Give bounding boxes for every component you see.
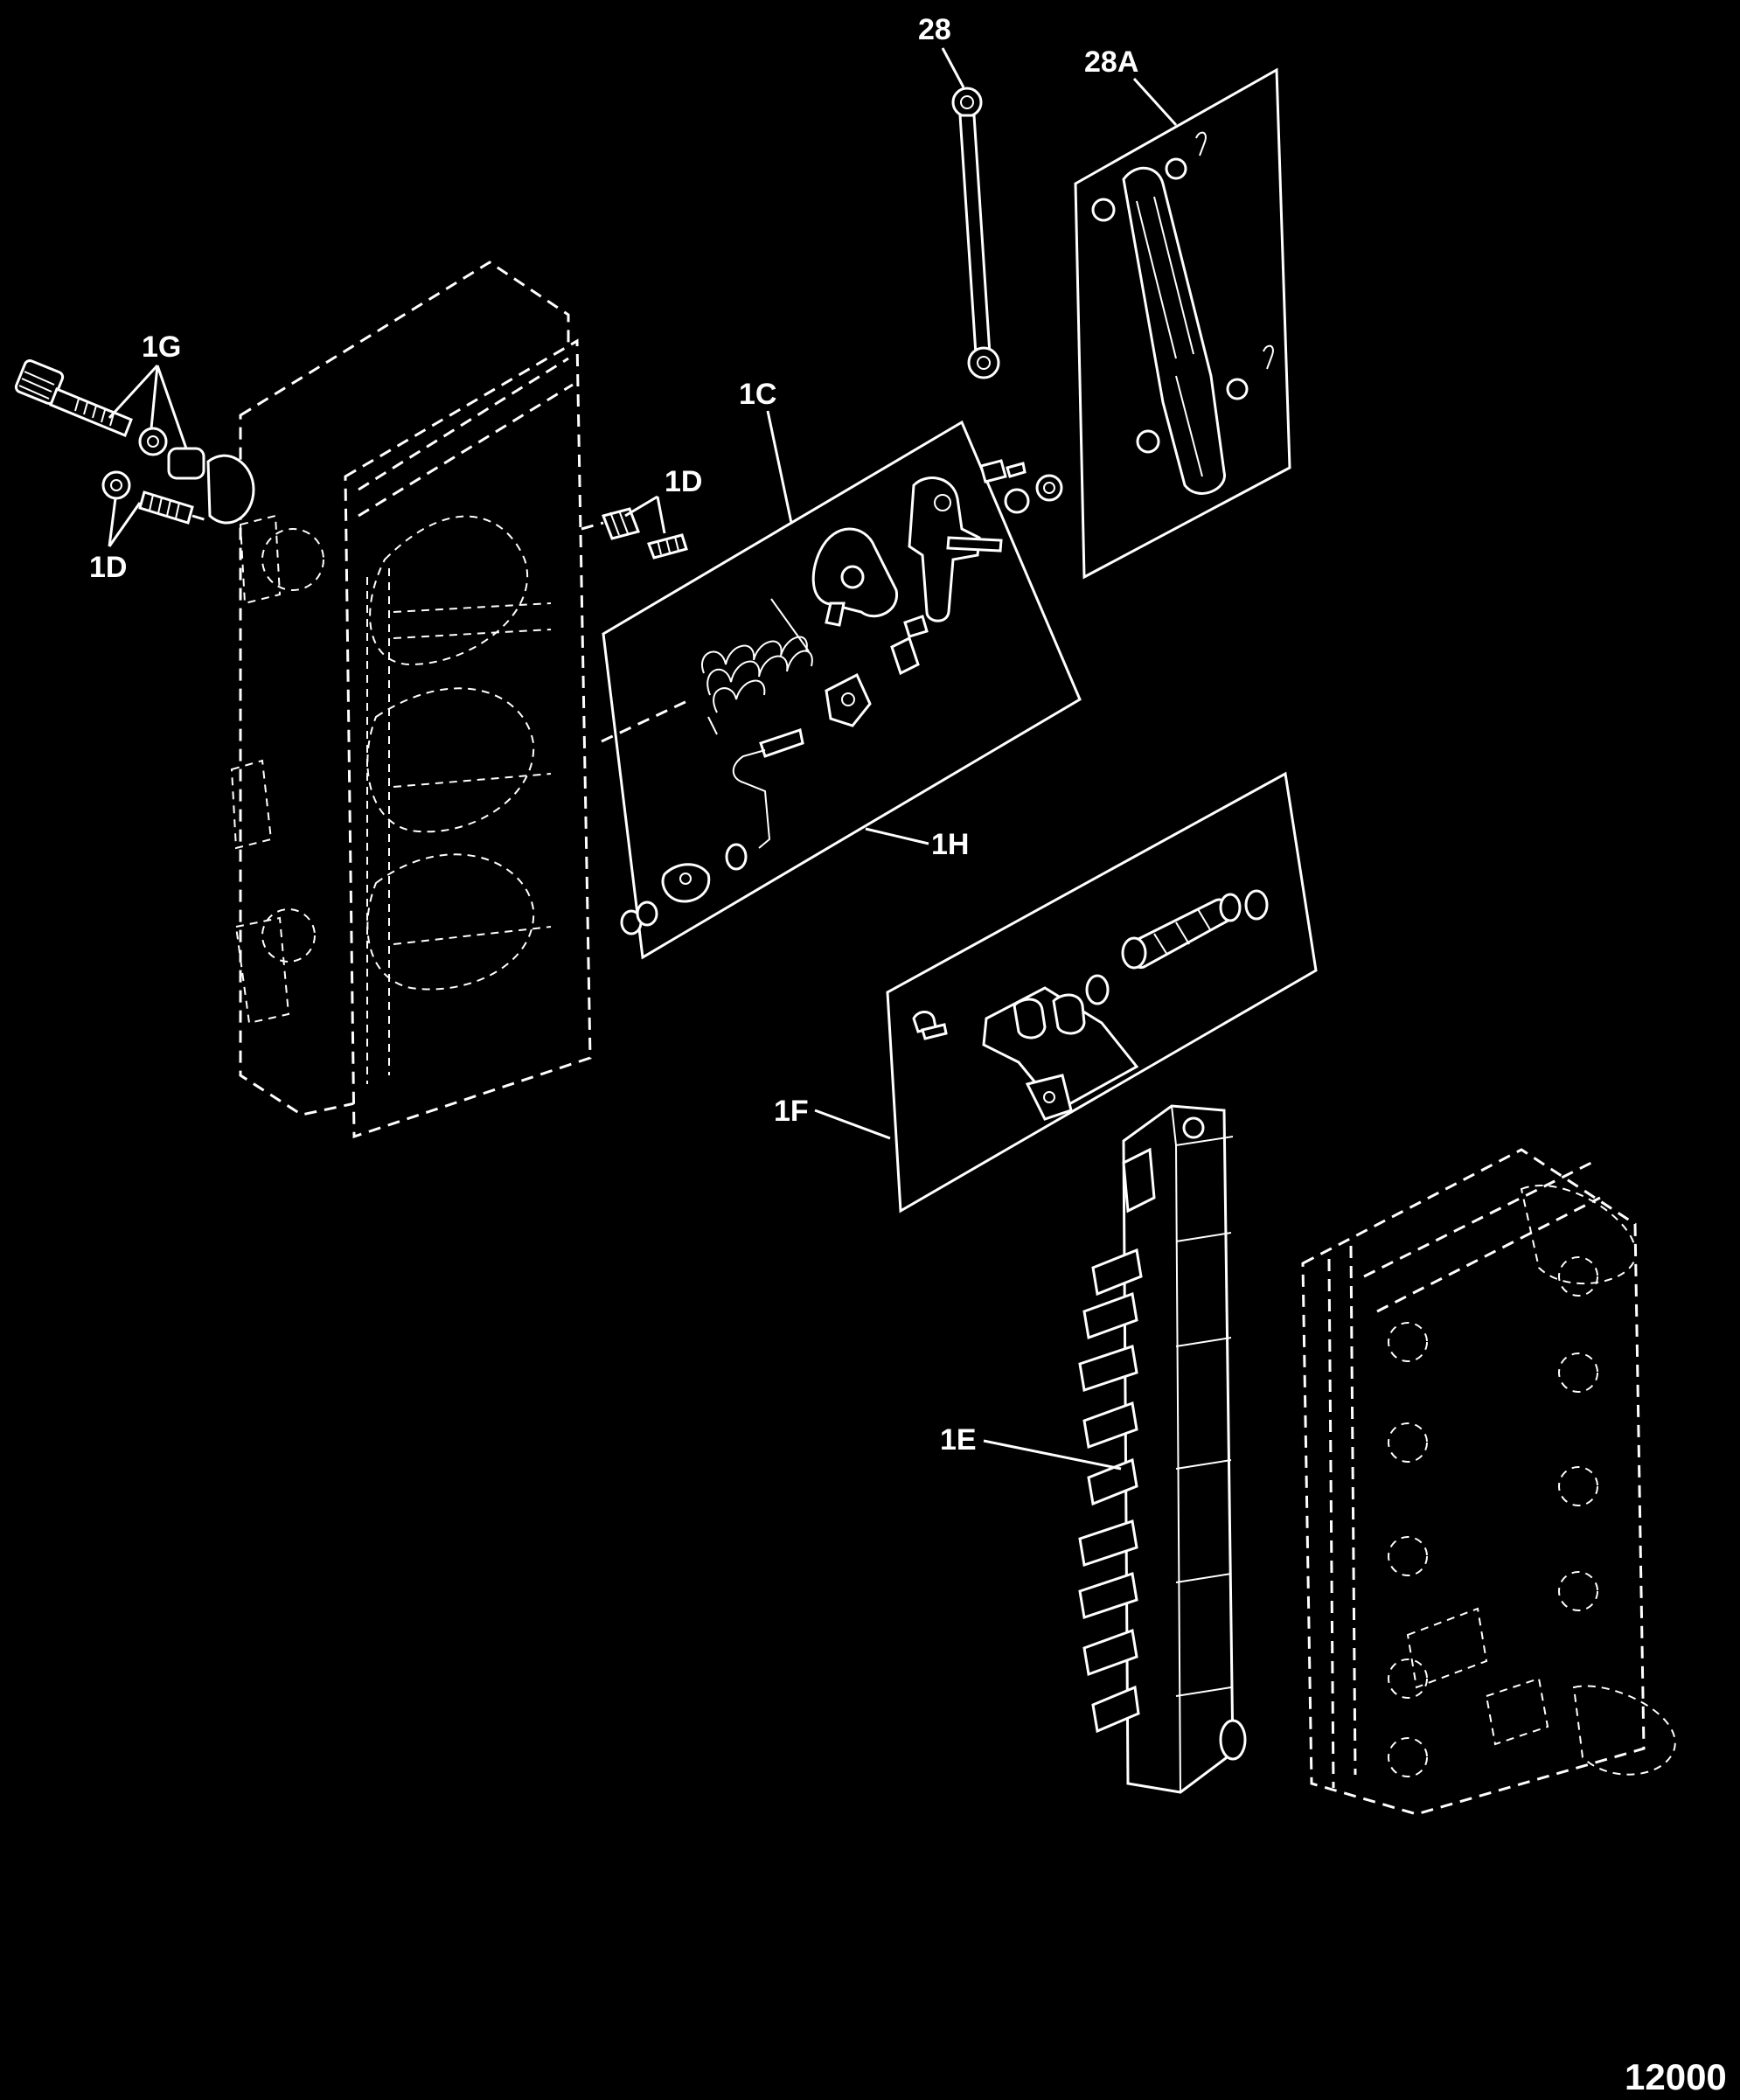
- callout-1c: 1C: [739, 378, 776, 411]
- kit-box-28a: [1074, 67, 1291, 580]
- callout-1d-lower: 1D: [89, 551, 127, 584]
- callout-28a: 28A: [1084, 45, 1138, 79]
- figure-number: 12000: [1625, 2056, 1727, 2097]
- kit-box-1f: [886, 771, 1318, 1213]
- link-rod-28: [951, 87, 1000, 379]
- stud-1d-right: [581, 507, 688, 560]
- kit-box-1c: [601, 420, 1082, 960]
- callout-28: 28: [918, 13, 951, 46]
- detent-spring: [701, 598, 813, 735]
- detent-lever: [811, 527, 898, 627]
- bolt-1g: [14, 359, 255, 525]
- callout-1f: 1F: [774, 1095, 809, 1128]
- valve-rail-1e: [1078, 1104, 1247, 1794]
- callout-1d-upper: 1D: [665, 465, 702, 498]
- callout-1e: 1E: [940, 1423, 977, 1457]
- leader-lines: [108, 47, 1178, 1471]
- callout-1h: 1H: [931, 828, 969, 861]
- cover-plate-dashed: [1301, 1148, 1676, 1816]
- manual-lever: [908, 476, 1003, 622]
- callout-labels: 28 28A 1G 1C 1D 1D 1H 1F 1E 12000: [89, 13, 1727, 2097]
- stud-1d-left: [101, 470, 211, 525]
- valve-body-housing: [230, 261, 592, 1139]
- callout-1g: 1G: [142, 330, 181, 364]
